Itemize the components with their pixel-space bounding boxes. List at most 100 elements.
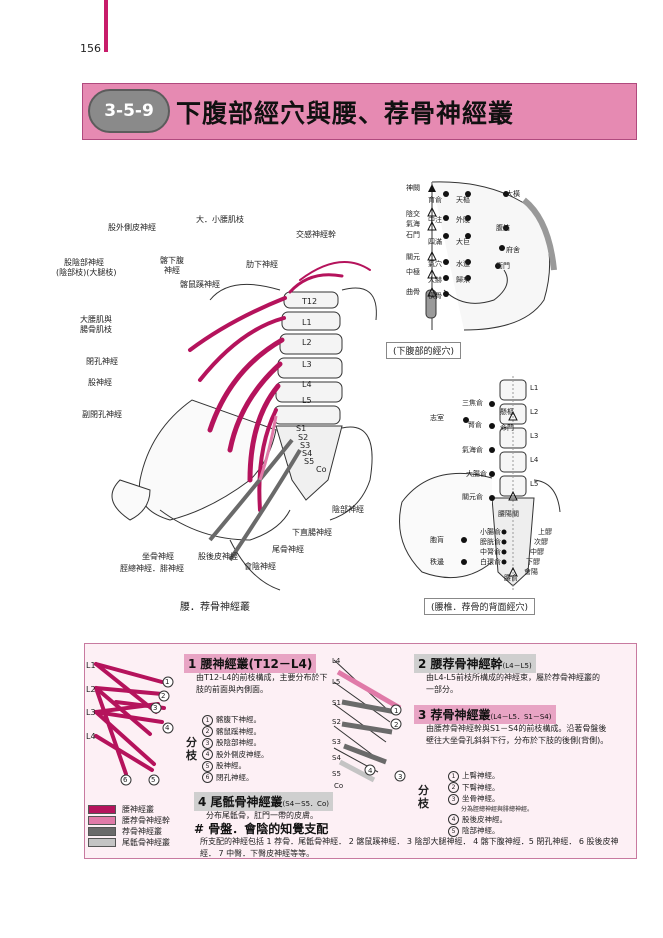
back-acupoint-label: 腎俞 [468, 421, 482, 429]
back-vertebra-label: L2 [530, 408, 539, 416]
legend-swatch [88, 827, 116, 836]
acupoint-label: 中注 [428, 216, 442, 224]
acupoint-label: 橫骨 [428, 292, 442, 300]
acupoint-label: 氣海 [406, 220, 420, 228]
back-acupoints-illustration [399, 376, 561, 592]
legend-item: 腰荐骨神經幹 [88, 815, 170, 826]
sacral-label: S5 [304, 457, 315, 466]
acupoint-label: 大巨 [456, 238, 470, 246]
vertebra-label: L5 [302, 396, 312, 405]
back-acupoint-label: 懸樞 [500, 408, 514, 416]
back-acupoint-label: 命門 [500, 424, 514, 432]
title-banner [82, 83, 637, 140]
bottom-fig-number: 3 [153, 704, 158, 712]
label-inferior-rectal: 下直腸神經 [292, 528, 332, 537]
label-perineal: 會陰神經 [244, 562, 276, 571]
label-iliopsoas-2: 腸骨肌枝 [80, 325, 112, 334]
right-fig-label: S2 [332, 718, 341, 726]
label-pudendal: 陰部神經 [332, 505, 364, 514]
section-coccygeal-plexus-desc: 分布尾骶骨，肛門一帶的皮膚。 [206, 811, 318, 820]
bottom-fig-number: 2 [161, 692, 166, 700]
bottom-fig-label: L1 [86, 661, 96, 670]
bottom-fig-label: L4 [86, 732, 96, 741]
right-fig-label: S4 [332, 754, 341, 762]
section-lumbosacral-trunk-desc: 由L4-L5前枝所構成的神經束，屬於荐骨神經叢的一部分。 [426, 673, 600, 694]
label-genitofemoral-branches: (陰部枝)(大腿枝) [56, 268, 117, 277]
label-accessory-obturator: 副閉孔神經 [82, 410, 122, 419]
back-acupoint-label: 下髎 [526, 558, 540, 566]
legend-item: 腰神經叢 [88, 804, 154, 815]
bottom-fig-label: L3 [86, 708, 96, 717]
back-acupoint-label: 志室 [430, 414, 444, 422]
acupoint-label: 關元 [406, 253, 420, 261]
right-fig-number: 3 [398, 773, 403, 781]
acupoint-label: 氣穴 [428, 260, 442, 268]
acupoint-label: 四滿 [428, 238, 442, 246]
sacral-label: Co [316, 465, 327, 474]
sacral-label: S4 [302, 449, 313, 458]
acupoint-label: 陰交 [406, 210, 420, 218]
back-acupoint-label: 氣海俞 [462, 446, 483, 454]
abdominal-caption: (下腹部的經穴) [386, 342, 462, 359]
acupoint-label: 外陵 [456, 216, 470, 224]
back-acupoint-label: 胞肓 [430, 536, 444, 544]
vertebra-label: L3 [302, 360, 312, 369]
label-obturator: 閉孔神經 [86, 357, 118, 366]
section-lumbar-plexus-title: 1 腰神經叢(T12－L4) [184, 654, 317, 673]
back-acupoint-label: 大腸俞 [466, 470, 487, 478]
back-acupoint-label: 秩邊 [430, 558, 444, 566]
sacral-plexus-nerves [208, 438, 302, 562]
acupoint-label: 育俞 [428, 196, 442, 204]
bottom-fig-number: 4 [165, 724, 170, 732]
back-acupoint-label: 次髎 [534, 538, 548, 546]
legend-swatch [88, 838, 116, 847]
back-acupoint-label: 膀胱俞 [480, 538, 501, 546]
acupoint-label: 曲骨 [406, 288, 420, 296]
lumbar-sacral-plexus-illustration [111, 261, 377, 591]
section-lumbosacral-trunk-title: 2 腰荐骨神經幹(L4－L5) [414, 654, 536, 673]
acupoint-label: 大赫 [428, 276, 442, 284]
label-coccygeal: 尾骨神經 [272, 545, 304, 554]
right-fig-label: L5 [332, 678, 341, 686]
back-acupoint-label: 腰陽關 [498, 510, 519, 518]
abdominal-acupoints-illustration [425, 181, 557, 331]
label-iliohypogastric: 髂下腹 [160, 256, 184, 265]
acupoint-label: 府舍 [506, 246, 520, 254]
legend-swatch [88, 805, 116, 814]
legend-swatch [88, 816, 116, 825]
section-badge: 3-5-9 [88, 89, 170, 133]
sacral-label: S2 [298, 433, 309, 442]
sacral-label: S1 [296, 424, 307, 433]
acupoint-label: 大橫 [506, 190, 520, 198]
vertebra-label: L2 [302, 338, 312, 347]
right-fig-label: S3 [332, 738, 341, 746]
acupoint-label: 水道 [456, 260, 470, 268]
vertebra-label: L4 [302, 380, 312, 389]
vertebra-label: L1 [302, 318, 312, 327]
branches-heading: 分枝 [186, 736, 197, 763]
right-fig-label: S5 [332, 770, 341, 778]
label-iliopsoas: 大腰肌與 [80, 315, 112, 324]
label-ilioinguinal: 髂鼠蹊神經 [180, 280, 220, 289]
back-acupoint-label: 中髎 [530, 548, 544, 556]
spine-column [273, 291, 343, 425]
back-acupoint-label: 關元俞 [462, 493, 483, 501]
back-acupoint-label: 上髎 [538, 528, 552, 536]
legend-item: 荐骨神經叢 [88, 826, 162, 837]
bottom-fig-number: 1 [165, 678, 170, 686]
back-acupoint-label: 三焦俞 [462, 399, 483, 407]
label-tibial-peroneal: 脛總神經．腓神經 [120, 564, 184, 573]
lumbar-plexus-nerves [188, 261, 371, 512]
acupoint-label: 腹結 [496, 224, 510, 232]
page-number: 156 [80, 42, 101, 55]
back-acupoint-label: 中膂俞 [480, 548, 501, 556]
bottom-fig-number: 5 [151, 776, 156, 784]
label-posterior-femoral-cutaneous: 股後皮神經 [198, 552, 238, 561]
lumbar-plexus-diagram [94, 662, 174, 786]
acupoint-label: 石門 [406, 231, 420, 239]
label-iliohypogastric-2: 神經 [164, 266, 180, 275]
sacral-label: S3 [300, 441, 311, 450]
section-sensory-title: # 骨盤．會陰的知覺支配 [194, 822, 329, 836]
